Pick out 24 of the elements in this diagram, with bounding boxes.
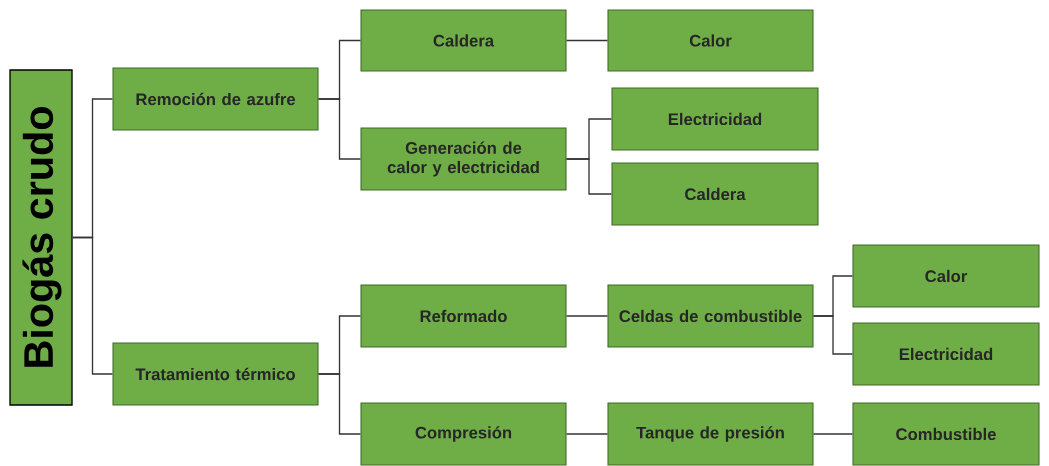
- process-box: Celdas de combustible: [607, 284, 814, 348]
- process-box: Compresión: [360, 402, 567, 466]
- process-box: Remoción de azufre: [112, 67, 319, 131]
- connector: [72, 236, 114, 375]
- process-box: Caldera: [360, 9, 567, 72]
- process-box: Tanque de presión: [607, 402, 814, 466]
- connector: [565, 39, 609, 42]
- connector: [565, 433, 609, 435]
- process-box: Combustible: [852, 402, 1040, 466]
- process-box: Generación de calor y electricidad: [360, 127, 567, 191]
- process-box: Electricidad: [852, 322, 1040, 386]
- process-box: Electricidad: [611, 87, 819, 151]
- connector: [565, 158, 613, 195]
- connector: [317, 98, 362, 160]
- process-box: Tratamiento térmico: [112, 342, 319, 406]
- process-box: Reformado: [360, 284, 567, 348]
- label-box: Biogás crudo: [9, 69, 73, 406]
- connector: [565, 315, 609, 317]
- connector: [317, 373, 362, 435]
- connector: [812, 315, 854, 355]
- process-box: Calor: [607, 9, 814, 72]
- process-box: Caldera: [611, 162, 819, 226]
- connector: [812, 433, 854, 435]
- process-box: Calor: [852, 244, 1040, 308]
